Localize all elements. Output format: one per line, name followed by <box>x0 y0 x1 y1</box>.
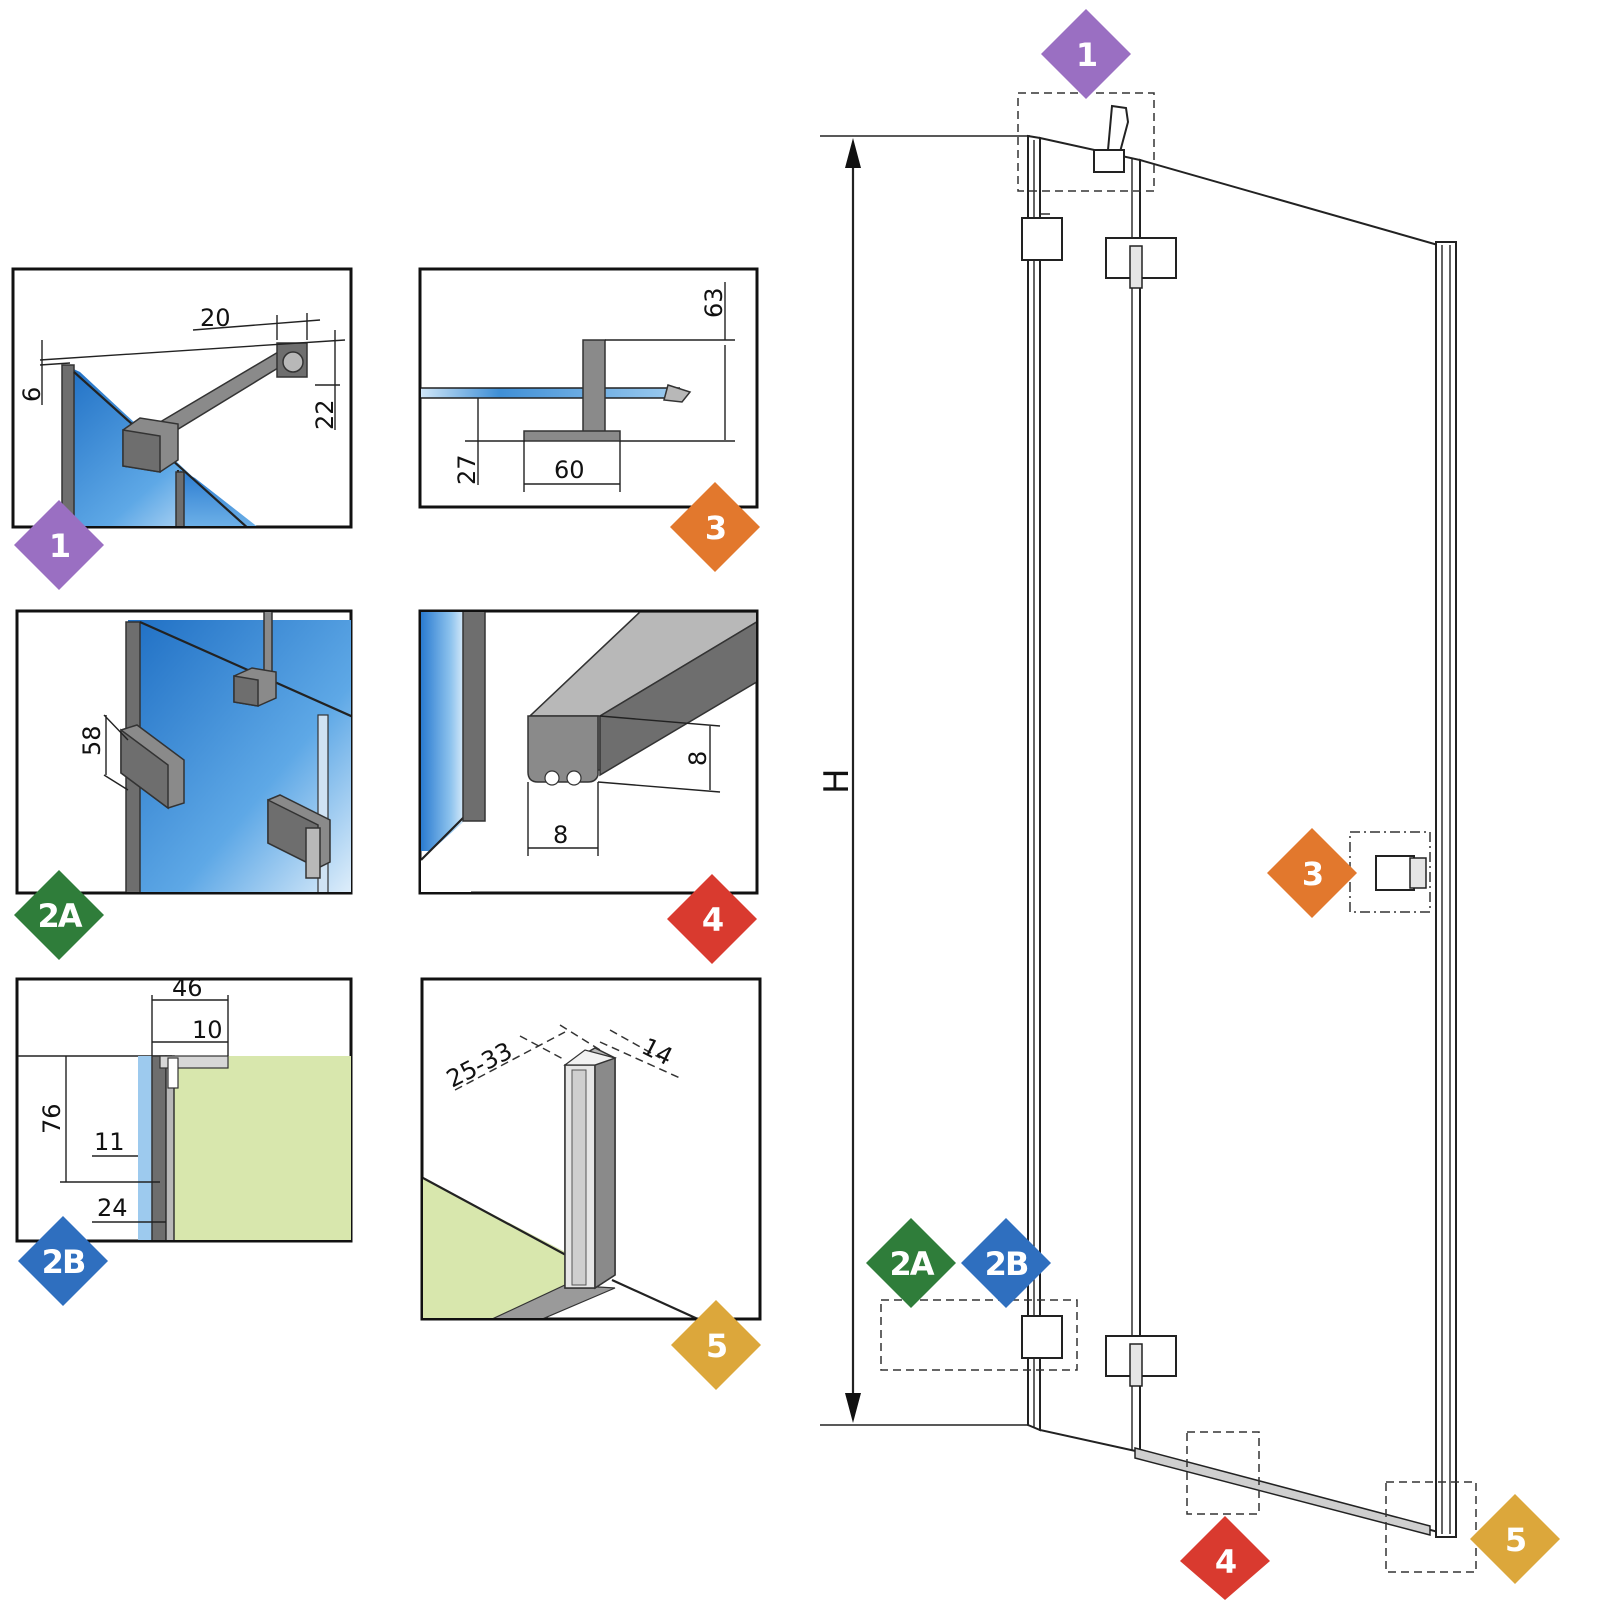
badge-2a-main: 2A <box>866 1218 956 1308</box>
dim-76: 76 <box>38 1103 66 1134</box>
detail-panel-4: 8 8 <box>418 609 759 895</box>
svg-text:3: 3 <box>705 509 725 547</box>
svg-text:4: 4 <box>1215 1543 1236 1581</box>
badge-2b-main: 2B <box>961 1218 1051 1308</box>
badge-2b-detail: 2B <box>18 1216 108 1306</box>
dim-height-h: H <box>817 768 857 794</box>
detail-panel-3: 63 27 60 <box>418 267 759 509</box>
main-door-drawing: H <box>817 92 1477 1573</box>
badge-1-detail: 1 <box>14 500 104 590</box>
badge-2a-detail: 2A <box>14 870 104 960</box>
svg-text:2B: 2B <box>985 1245 1028 1283</box>
badge-3-main: 3 <box>1267 828 1357 918</box>
svg-text:5: 5 <box>706 1327 727 1365</box>
badge-5-detail: 5 <box>671 1300 761 1390</box>
svg-text:1: 1 <box>49 527 70 565</box>
detail-panel-2b: 46 10 76 11 24 <box>15 974 353 1243</box>
dim-63: 63 <box>700 287 728 318</box>
dim-24: 24 <box>97 1194 128 1222</box>
svg-text:2A: 2A <box>889 1245 934 1283</box>
detail-panel-1: 20 6 22 <box>11 267 353 529</box>
badge-5-main: 5 <box>1470 1494 1560 1584</box>
dim-27: 27 <box>453 454 481 485</box>
badge-3-detail: 3 <box>670 482 760 572</box>
dim-8-width: 8 <box>553 821 568 849</box>
dim-22: 22 <box>311 399 339 430</box>
badge-4-detail: 4 <box>667 874 757 964</box>
dim-20: 20 <box>200 304 231 332</box>
dim-6: 6 <box>18 387 46 402</box>
svg-text:5: 5 <box>1505 1521 1526 1559</box>
svg-text:3: 3 <box>1302 855 1322 893</box>
dim-8-height: 8 <box>684 751 712 766</box>
detail-panel-5: 25-33 14 <box>420 977 762 1321</box>
dim-11: 11 <box>94 1128 125 1156</box>
svg-text:4: 4 <box>702 901 723 939</box>
badge-1-main: 1 <box>1041 9 1131 99</box>
svg-text:2A: 2A <box>37 897 82 935</box>
dim-46: 46 <box>172 974 203 1002</box>
badge-4-main: 4 <box>1180 1516 1270 1600</box>
detail-panel-2a: 58 <box>15 609 353 895</box>
svg-text:2B: 2B <box>42 1243 85 1281</box>
dim-60: 60 <box>554 456 585 484</box>
dim-58: 58 <box>78 725 106 756</box>
dim-10: 10 <box>192 1016 223 1044</box>
svg-text:1: 1 <box>1076 36 1097 74</box>
